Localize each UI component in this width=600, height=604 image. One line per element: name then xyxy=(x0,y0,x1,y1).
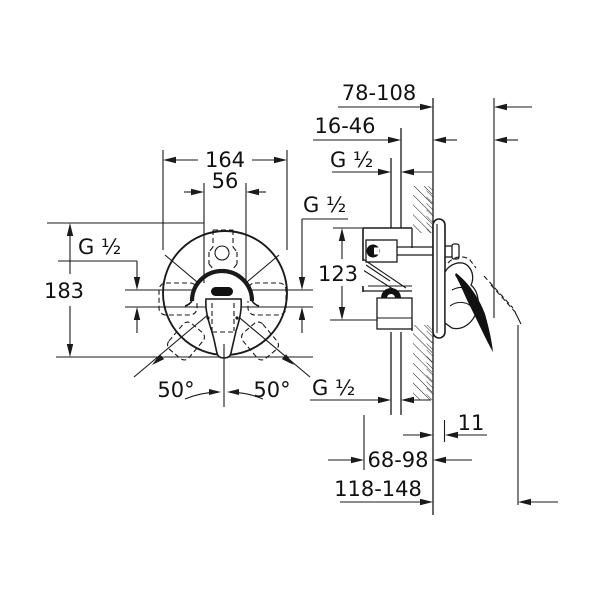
g12-label-top: G ¹⁄₂ xyxy=(330,148,373,172)
dim-label-16-46: 16-46 xyxy=(314,114,375,138)
thread-label-bottom-pipe: G ¹⁄₂ xyxy=(310,376,431,404)
thread-label-mid: G ¹⁄₂ xyxy=(298,193,348,333)
dimension-depth-body: 68-98 xyxy=(328,415,472,472)
dimension-hub-width: 56 xyxy=(184,169,266,283)
side-view: 78-108 16-46 G ¹⁄₂ xyxy=(310,81,558,515)
lower-right-union-dashed xyxy=(241,321,279,361)
angle-label-left: 50° xyxy=(157,378,194,402)
thread-label-front: G ¹⁄₂ xyxy=(58,235,141,333)
angle-arc-arrows xyxy=(184,389,264,400)
lever-handle-side xyxy=(444,256,522,352)
dimension-depth-total: 118-148 xyxy=(334,477,558,506)
dim-label-68-98: 68-98 xyxy=(367,448,428,472)
concealed-body-dashed-outline xyxy=(208,229,238,271)
wall-hatch xyxy=(413,186,433,400)
g12-label-bottom: G ¹⁄₂ xyxy=(312,376,355,400)
dim-label-118-148: 118-148 xyxy=(334,477,422,501)
dimension-trim: 11 xyxy=(403,411,487,442)
front-view: 164 56 183 G ¹⁄₂ xyxy=(38,148,348,407)
dim-label-11: 11 xyxy=(458,411,485,435)
dim-label-78-108: 78-108 xyxy=(342,81,416,105)
lower-left-union-dashed xyxy=(167,321,205,361)
diverter-hole xyxy=(214,245,230,261)
escutcheon-side xyxy=(432,218,446,339)
dimension-front-width: 164 xyxy=(162,148,288,250)
dimension-front-height: 183 xyxy=(38,223,90,357)
supply-pipes xyxy=(390,128,402,415)
g12-label-mid: G ¹⁄₂ xyxy=(303,193,346,217)
handle-dome xyxy=(189,268,255,302)
dim-label-164: 164 xyxy=(205,148,245,172)
angle-label-right: 50° xyxy=(253,378,290,402)
handle-slot xyxy=(211,287,233,296)
lever-handle-front xyxy=(184,268,260,359)
dim-label-123: 123 xyxy=(318,262,358,286)
dimension-wall-to-lever: 78-108 xyxy=(338,81,532,111)
g12-label-front: G ¹⁄₂ xyxy=(78,235,121,259)
dim-label-183: 183 xyxy=(44,279,84,303)
thread-label-top-pipe: G ¹⁄₂ xyxy=(330,148,432,176)
dimension-wall-min: 16-46 xyxy=(313,114,518,144)
valve-body xyxy=(362,227,460,331)
lower-body-box xyxy=(376,297,413,330)
dim-label-56: 56 xyxy=(212,169,239,193)
lever-blade-side xyxy=(455,273,493,352)
dimension-side-height: 123 xyxy=(312,227,377,321)
